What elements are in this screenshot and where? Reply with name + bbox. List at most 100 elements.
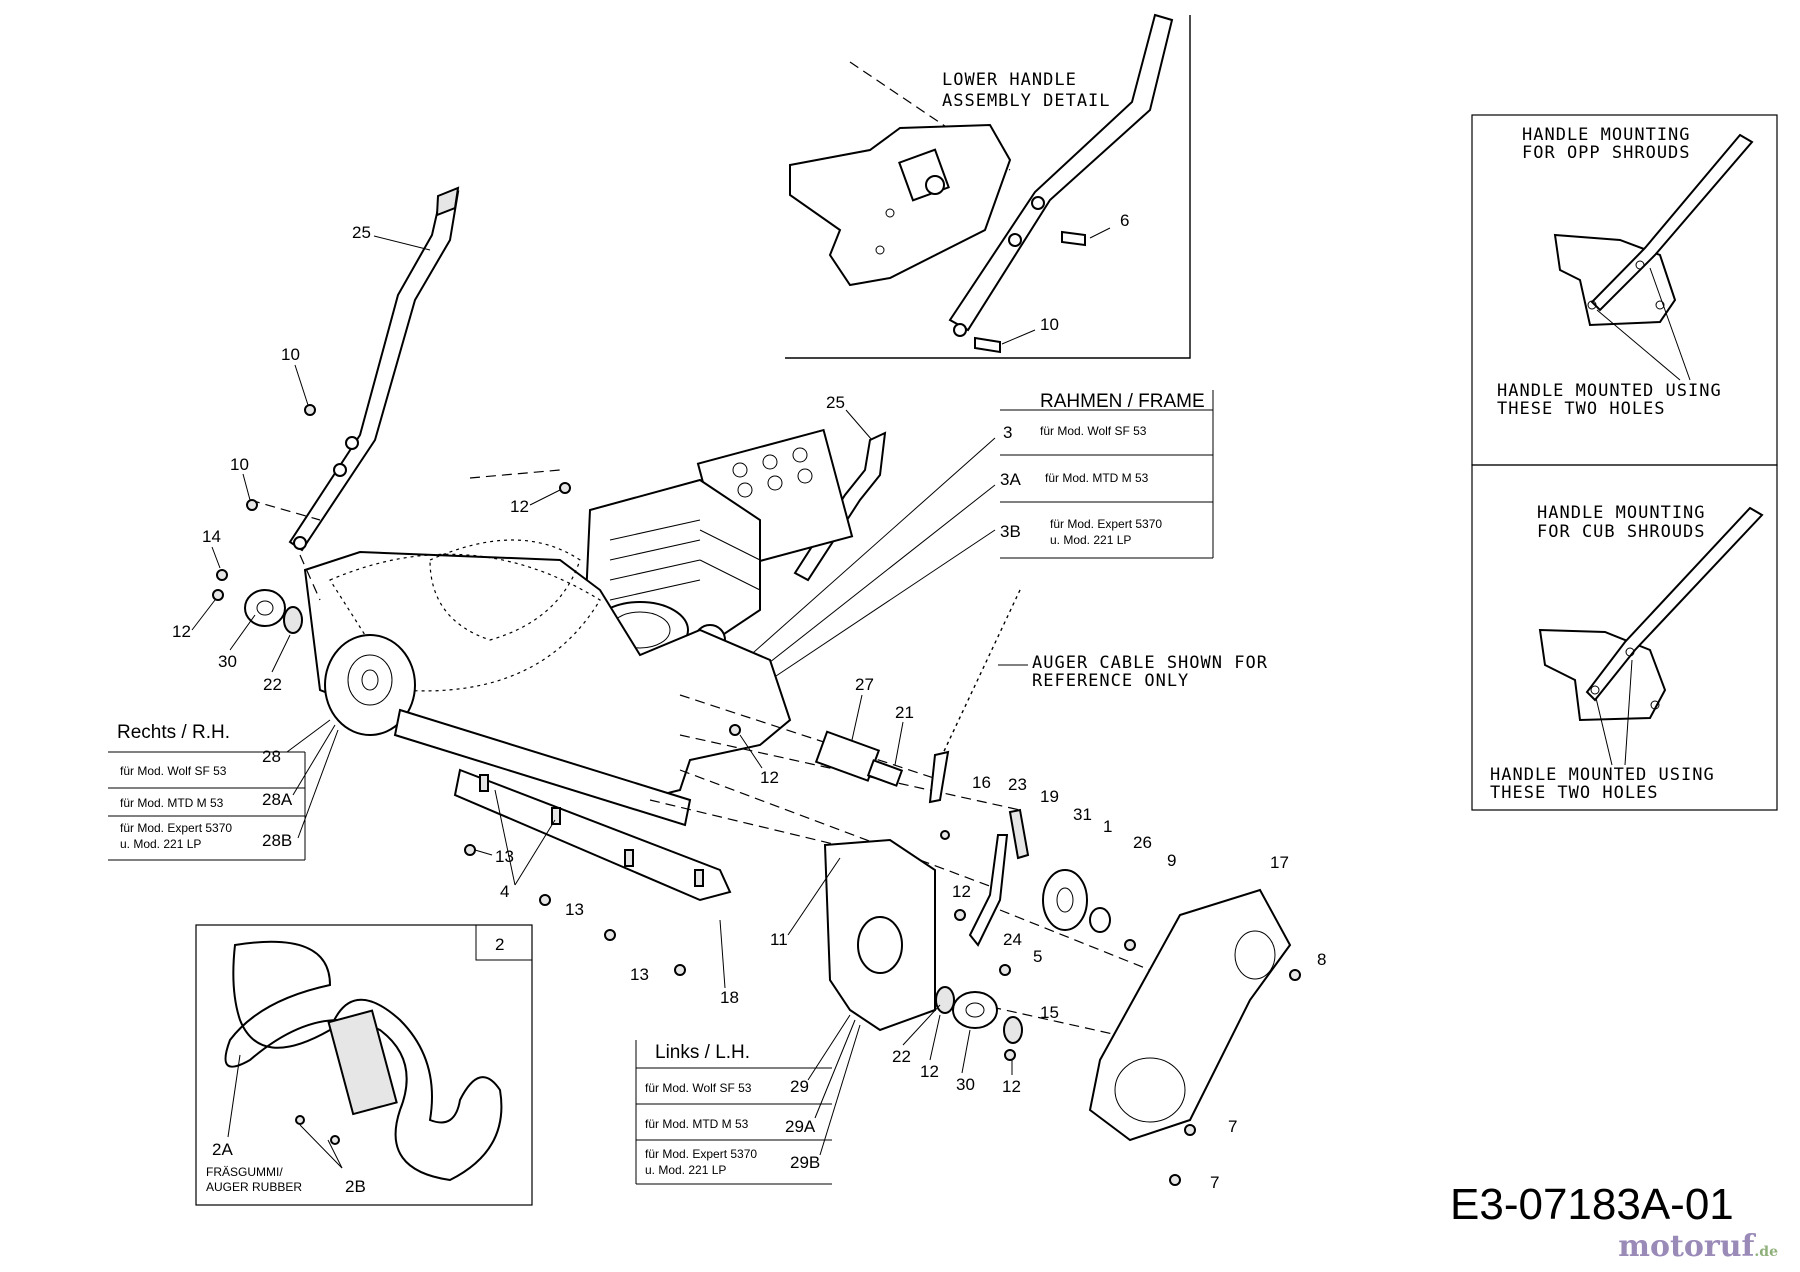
- callout-6: 6: [1120, 211, 1129, 230]
- callout-26: 26: [1133, 833, 1152, 852]
- cub-panel-note2: THESE TWO HOLES: [1490, 783, 1659, 803]
- auger-inset: 2 FRÄSGUMMI/ AUGER RUBBER: [195, 924, 533, 1206]
- callout-2b: 2B: [345, 1177, 366, 1196]
- frame-row-1-part: 3: [1003, 423, 1012, 442]
- auger-cable-note-line2: REFERENCE ONLY: [1032, 671, 1189, 691]
- callout-12-f: 12: [1002, 1077, 1021, 1096]
- frame-row-2-desc: für Mod. MTD M 53: [1045, 471, 1149, 485]
- auger-rubber-line1: FRÄSGUMMI/: [206, 1165, 283, 1179]
- callout-30-right: 30: [956, 1075, 975, 1094]
- callout-24: 24: [1003, 930, 1022, 949]
- frame-plate-detail: [789, 123, 1012, 287]
- right-auger-plate: [324, 634, 416, 736]
- rh-row-2-desc: für Mod. MTD M 53: [120, 796, 224, 810]
- cub-panel-note1: HANDLE MOUNTED USING: [1490, 765, 1715, 785]
- callout-10-a: 10: [281, 345, 300, 364]
- callout-8: 8: [1317, 950, 1326, 969]
- opp-shroud-panel: HANDLE MOUNTING FOR OPP SHROUDS HANDLE M…: [1471, 114, 1778, 466]
- lower-handle-detail: LOWER HANDLE ASSEMBLY DETAIL: [785, 13, 1191, 359]
- callout-13-c: 13: [630, 965, 649, 984]
- callout-5: 5: [1033, 947, 1042, 966]
- callout-7-b: 7: [1210, 1173, 1219, 1192]
- auger-rubber-line2: AUGER RUBBER: [206, 1180, 302, 1194]
- frame-table: RAHMEN / FRAME 3 für Mod. Wolf SF 53 3A …: [744, 390, 1214, 681]
- rh-table: Rechts / R.H. für Mod. Wolf SF 53 28 für…: [108, 719, 339, 861]
- callout-1: 1: [1103, 817, 1112, 836]
- callout-labels: 25 25 10 10 10 6 14 12 12 12 12 12 12 30…: [172, 211, 1326, 1196]
- opp-panel-note1: HANDLE MOUNTED USING: [1497, 381, 1722, 401]
- left-handle: [288, 190, 460, 552]
- rh-table-title: Rechts / R.H.: [117, 722, 230, 743]
- callout-2a: 2A: [212, 1140, 233, 1159]
- lh-row-3-part: 29B: [790, 1153, 820, 1172]
- callout-15: 15: [1040, 1003, 1059, 1022]
- callout-22-left: 22: [263, 675, 282, 694]
- callout-21: 21: [895, 703, 914, 722]
- lh-row-1-part: 29: [790, 1077, 809, 1096]
- frame-row-3-desc2: u. Mod. 221 LP: [1050, 533, 1131, 547]
- lower-handle-detail-line1: LOWER HANDLE: [942, 70, 1077, 90]
- rh-row-3-part: 28B: [262, 831, 292, 850]
- auger-inset-label: 2: [495, 935, 504, 954]
- callout-17: 17: [1270, 853, 1289, 872]
- callout-10-b: 10: [230, 455, 249, 474]
- opp-panel-title2: FOR OPP SHROUDS: [1522, 143, 1691, 163]
- frame-row-3-part: 3B: [1000, 522, 1021, 541]
- callout-31: 31: [1073, 805, 1092, 824]
- callout-16: 16: [972, 773, 991, 792]
- callout-11: 11: [770, 930, 788, 949]
- callout-27: 27: [855, 675, 874, 694]
- logo-suffix: .de: [1754, 1244, 1778, 1260]
- cub-shroud-panel: HANDLE MOUNTING FOR CUB SHROUDS HANDLE M…: [1471, 464, 1778, 811]
- callout-9: 9: [1167, 851, 1176, 870]
- belt-cover: [1088, 888, 1292, 1142]
- callout-12-b: 12: [510, 497, 529, 516]
- frame-table-title: RAHMEN / FRAME: [1040, 391, 1205, 412]
- motoruf-logo[interactable]: motoruf.de: [1618, 1229, 1778, 1264]
- rh-row-1-desc: für Mod. Wolf SF 53: [120, 764, 227, 778]
- rh-row-2-part: 28A: [262, 790, 293, 809]
- callout-30-left: 30: [218, 652, 237, 671]
- callout-12-d: 12: [952, 882, 971, 901]
- rh-row-1-part: 28: [262, 747, 281, 766]
- opp-panel-note2: THESE TWO HOLES: [1497, 399, 1666, 419]
- callout-12-e: 12: [920, 1062, 939, 1081]
- lh-row-3-desc1: für Mod. Expert 5370: [645, 1147, 757, 1161]
- shave-plate: [453, 768, 732, 902]
- frame-row-1-desc: für Mod. Wolf SF 53: [1040, 424, 1147, 438]
- callout-25-right: 25: [826, 393, 845, 412]
- callout-19: 19: [1040, 787, 1059, 806]
- lh-table: Links / L.H. für Mod. Wolf SF 53 29 für …: [635, 1014, 861, 1185]
- frame-row-2-part: 3A: [1000, 470, 1021, 489]
- auger-pulley: [1042, 869, 1088, 931]
- callout-25-left: 25: [352, 223, 371, 242]
- auger-blade: [224, 940, 503, 1182]
- callout-12-a: 12: [172, 622, 191, 641]
- callout-10-c: 10: [1040, 315, 1059, 334]
- lower-handle-detail-line2: ASSEMBLY DETAIL: [942, 91, 1111, 111]
- lh-table-title: Links / L.H.: [655, 1042, 750, 1063]
- lh-row-2-part: 29A: [785, 1117, 816, 1136]
- lh-row-1-desc: für Mod. Wolf SF 53: [645, 1081, 752, 1095]
- logo-brand: motoruf: [1618, 1229, 1755, 1264]
- auger-cable-note-line1: AUGER CABLE SHOWN FOR: [1032, 653, 1268, 673]
- cub-panel-title2: FOR CUB SHROUDS: [1537, 522, 1706, 542]
- lower-handle-tube-detail: [948, 13, 1174, 332]
- callout-12-c: 12: [760, 768, 779, 787]
- rh-row-3-desc2: u. Mod. 221 LP: [120, 837, 201, 851]
- bearing-flange-right: [244, 589, 286, 627]
- callout-4: 4: [500, 882, 509, 901]
- rh-row-3-desc1: für Mod. Expert 5370: [120, 821, 232, 835]
- main-assembly: [212, 186, 1301, 1186]
- callout-13-b: 13: [565, 900, 584, 919]
- lh-row-3-desc2: u. Mod. 221 LP: [645, 1163, 726, 1177]
- callout-22-right: 22: [892, 1047, 911, 1066]
- callout-7-a: 7: [1228, 1117, 1237, 1136]
- cub-panel-title1: HANDLE MOUNTING: [1537, 503, 1706, 523]
- opp-panel-title1: HANDLE MOUNTING: [1522, 125, 1691, 145]
- callout-18: 18: [720, 988, 739, 1007]
- scraper-bar: [393, 708, 692, 827]
- engine: [583, 428, 854, 659]
- callout-23: 23: [1008, 775, 1027, 794]
